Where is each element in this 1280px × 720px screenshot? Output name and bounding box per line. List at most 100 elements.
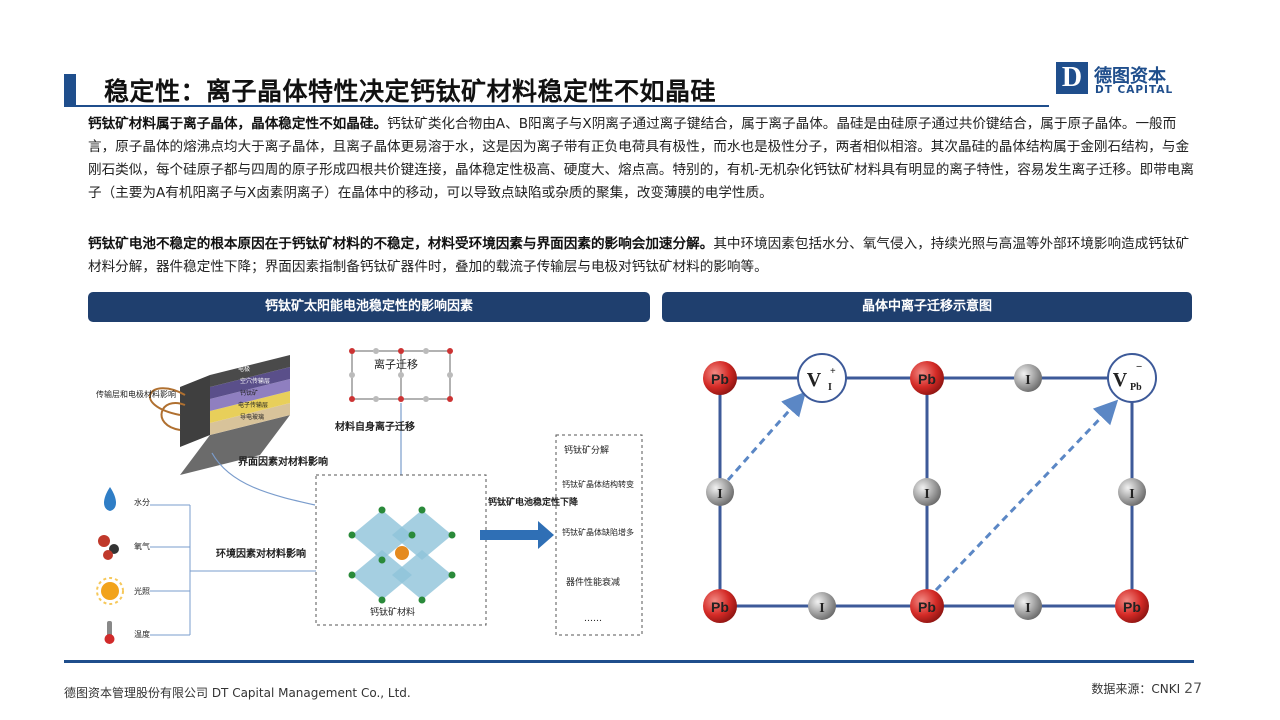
migration-arrow: [934, 399, 1119, 592]
lattice-node: [373, 396, 379, 402]
svg-text:Pb: Pb: [918, 371, 936, 387]
paragraph-battery-lead: 钙钛矿电池不稳定的根本原因在于钙钛矿材料的不稳定，材料受环境因素与界面因素的影响…: [88, 236, 714, 252]
interface-influence-label: 传输层和电极材料影响: [96, 389, 176, 399]
result-item: 器件性能衰减: [566, 576, 620, 588]
result-item: 钙钛矿分解: [564, 444, 609, 456]
left-figure-banner: 钙钛矿太阳能电池稳定性的影响因素: [88, 292, 650, 322]
logo-icon: D: [1056, 62, 1088, 94]
paragraph-material: 钙钛矿材料属于离子晶体，晶体稳定性不如晶硅。钙钛矿类化合物由A、B阳离子与X阴离…: [88, 113, 1198, 205]
layer-label: 电极: [238, 365, 250, 373]
lattice-node: [423, 348, 429, 354]
svg-text:I: I: [717, 487, 722, 502]
crystal-label: 钙钛矿材料: [370, 606, 415, 618]
lattice-node: [447, 348, 453, 354]
svg-text:Pb: Pb: [918, 599, 936, 615]
env-item-label: 光照: [134, 586, 150, 596]
lattice-node: [398, 348, 404, 354]
iodine-atom: I: [808, 592, 836, 620]
pb-atom: Pb: [703, 589, 737, 623]
svg-text:V: V: [1113, 369, 1128, 391]
env-item-label: 温度: [134, 629, 150, 639]
page-title: 稳定性：离子晶体特性决定钙钛矿材料稳定性不如晶硅: [104, 77, 717, 106]
source-text: 数据来源：CNKI: [1091, 682, 1181, 696]
iodine-atom: I: [706, 478, 734, 506]
interface-arrow: [211, 452, 316, 506]
env-item-label: 氧气: [134, 541, 150, 551]
ion-migration-lattice: 离子迁移: [349, 348, 453, 402]
lead-vacancy: V Pb −: [1107, 353, 1157, 403]
iodine-atom: I: [1014, 364, 1042, 392]
self-migration-label: 材料自身离子迁移: [335, 420, 415, 433]
ion-migration-label: 离子迁移: [374, 357, 418, 371]
svg-text:I: I: [819, 601, 824, 616]
result-item: 钙钛矿晶体结构转变: [562, 479, 634, 489]
iodine-atom: I: [913, 478, 941, 506]
pb-atom: Pb: [703, 361, 737, 395]
results-box: [555, 434, 643, 636]
stability-factors-diagram: 电极 空穴传输层 钙钛矿 电子传输层 导电玻璃 传输层和电极材料影响 离子迁移 …: [96, 348, 643, 644]
iodine-atom: I: [1118, 478, 1146, 506]
svg-text:I: I: [1025, 601, 1030, 616]
svg-text:I: I: [1129, 487, 1134, 502]
degradation-arrow: [480, 521, 554, 549]
svg-text:I: I: [1025, 373, 1030, 388]
svg-text:I: I: [924, 487, 929, 502]
sun-icon: [96, 577, 124, 605]
layer-label: 空穴传输层: [240, 377, 270, 385]
lattice-node: [349, 372, 355, 378]
svg-text:V: V: [807, 369, 822, 391]
svg-text:Pb: Pb: [1123, 599, 1141, 615]
svg-text:Pb: Pb: [711, 599, 729, 615]
env-factor-label: 环境因素对材料影响: [216, 547, 306, 560]
lattice-node: [447, 396, 453, 402]
footer-divider: [64, 660, 1194, 663]
lattice-node: [398, 396, 404, 402]
layer-label: 电子传输层: [238, 401, 268, 409]
lattice-node: [447, 372, 453, 378]
iodine-vacancy: V I +: [797, 353, 847, 403]
migration-arrow: [726, 391, 806, 481]
stability-decline-label: 钙钛矿电池稳定性下降: [488, 496, 579, 508]
svg-text:Pb: Pb: [1130, 382, 1142, 393]
lattice-node: [398, 372, 404, 378]
paragraph-battery: 钙钛矿电池不稳定的根本原因在于钙钛矿材料的不稳定，材料受环境因素与界面因素的影响…: [88, 233, 1198, 279]
svg-text:+: +: [830, 366, 836, 377]
env-item-label: 水分: [134, 497, 150, 507]
thermometer-icon: [104, 621, 115, 644]
right-figure-banner: 晶体中离子迁移示意图: [662, 292, 1192, 322]
title-underline: [64, 105, 1049, 107]
paragraph-material-text: 钙钛矿类化合物由A、B阳离子与X阴离子通过离子键结合，属于离子晶体。晶硅是由硅原…: [88, 116, 1194, 201]
device-layer-stack: 电极 空穴传输层 钙钛矿 电子传输层 导电玻璃: [180, 355, 290, 475]
page-number: 27: [1184, 681, 1202, 697]
pb-atom: Pb: [910, 361, 944, 395]
svg-text:−: −: [1136, 361, 1142, 373]
iodine-atom: I: [1014, 592, 1042, 620]
layer-label: 钙钛矿: [240, 389, 258, 397]
layer-label: 导电玻璃: [240, 413, 264, 421]
wire: [160, 402, 186, 431]
ion-migration-schematic: Pb Pb Pb Pb Pb I I I I I I V I + V Pb −: [703, 353, 1157, 623]
paragraph-battery-text: 其中环境因素包括水分、氧气侵入，持续光照与高温等外部环境影响造成钙钛矿材料分解，…: [88, 236, 1190, 275]
lattice-node: [349, 348, 355, 354]
svg-text:I: I: [828, 382, 832, 393]
pb-atom: Pb: [910, 589, 944, 623]
logo-text-cn: 德图资本: [1094, 66, 1166, 87]
lattice-node: [423, 396, 429, 402]
paragraph-material-lead: 钙钛矿材料属于离子晶体，晶体稳定性不如晶硅。: [88, 116, 388, 132]
water-drop-icon: [104, 487, 116, 511]
crystal-box: [315, 474, 487, 626]
svg-text:Pb: Pb: [711, 371, 729, 387]
footer-company: 德图资本管理股份有限公司 DT Capital Management Co., …: [64, 686, 411, 700]
result-item: 钙钛矿晶体缺陷增多: [562, 527, 634, 537]
perovskite-crystal-icon: [348, 506, 456, 604]
title-accent-bar: [64, 74, 76, 106]
lattice-node: [373, 348, 379, 354]
lattice-node: [349, 396, 355, 402]
logo-text-en: DT CAPITAL: [1095, 84, 1174, 96]
oxygen-molecule-icon: [98, 535, 119, 560]
pb-atom: Pb: [1115, 589, 1149, 623]
interface-factor-label: 界面因素对材料影响: [238, 455, 328, 468]
result-item: ……: [584, 614, 602, 624]
wire: [148, 387, 186, 416]
